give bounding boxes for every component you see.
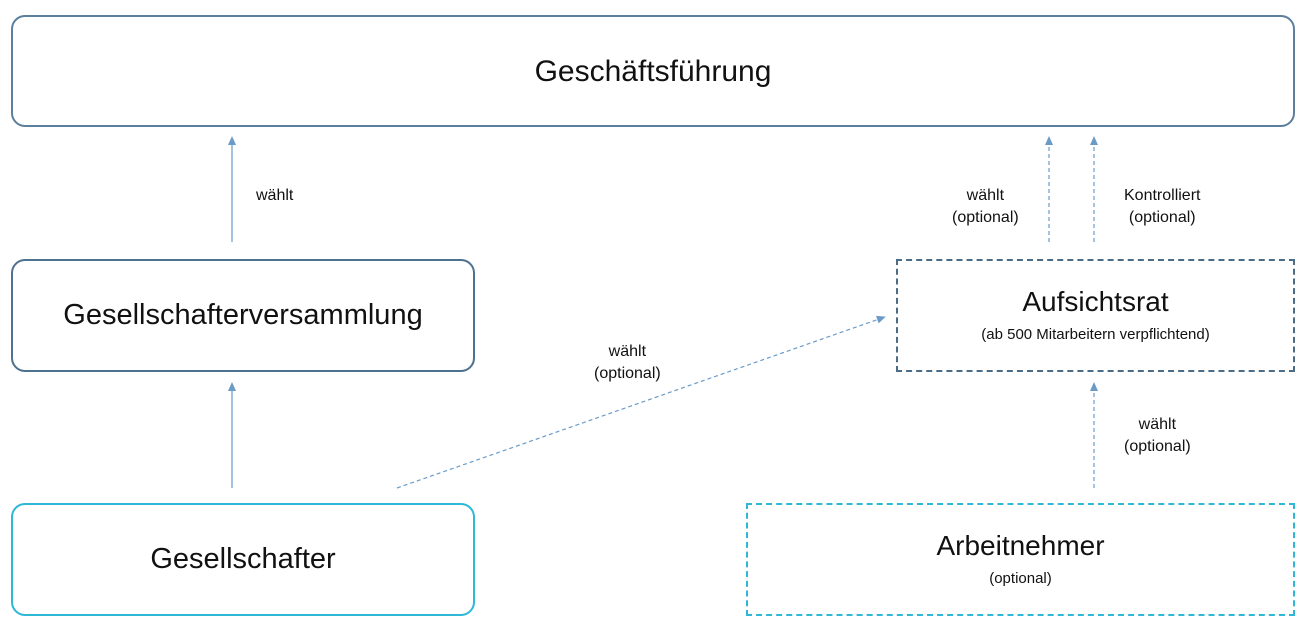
node-aufsichtsrat: Aufsichtsrat (ab 500 Mitarbeitern verpfl… (896, 259, 1295, 372)
node-title: Aufsichtsrat (1022, 286, 1169, 318)
edge-label-line: wählt (1138, 416, 1177, 433)
edge-label-line: wählt (608, 343, 647, 360)
node-title: Geschäftsführung (534, 54, 772, 88)
edge-label-line: (optional) (1124, 438, 1191, 455)
node-gesellschafterversammlung: Gesellschafterversammlung (11, 259, 475, 372)
edge-label-line: Kontrolliert (1124, 187, 1201, 204)
node-title: Gesellschafter (150, 542, 336, 575)
edge-label-an-to-ar: wählt (optional) (1124, 414, 1191, 458)
node-gesellschafter: Gesellschafter (11, 503, 475, 616)
edge-label-gv-to-gf: wählt (256, 185, 293, 207)
node-subtitle: (ab 500 Mitarbeitern verpflichtend) (981, 325, 1210, 343)
arrow-gesellschafter-to-aufsichtsrat (396, 315, 886, 489)
edge-label-ar-elect-gf: wählt (optional) (952, 185, 1019, 229)
edge-label-ar-control-gf: Kontrolliert (optional) (1124, 185, 1200, 229)
node-subtitle: (optional) (989, 569, 1052, 587)
edge-label-line: (optional) (1128, 209, 1196, 226)
node-geschaeftsfuehrung: Geschäftsführung (11, 15, 1295, 127)
edge-label-line: (optional) (594, 365, 661, 382)
edge-label-line: (optional) (952, 209, 1019, 226)
node-arbeitnehmer: Arbeitnehmer (optional) (746, 503, 1295, 616)
edge-label-line: wählt (256, 187, 294, 204)
node-title: Arbeitnehmer (936, 530, 1105, 562)
node-title: Gesellschafterversammlung (63, 298, 423, 331)
edge-label-gs-to-ar: wählt (optional) (594, 341, 661, 385)
edge-label-line: wählt (966, 187, 1005, 204)
